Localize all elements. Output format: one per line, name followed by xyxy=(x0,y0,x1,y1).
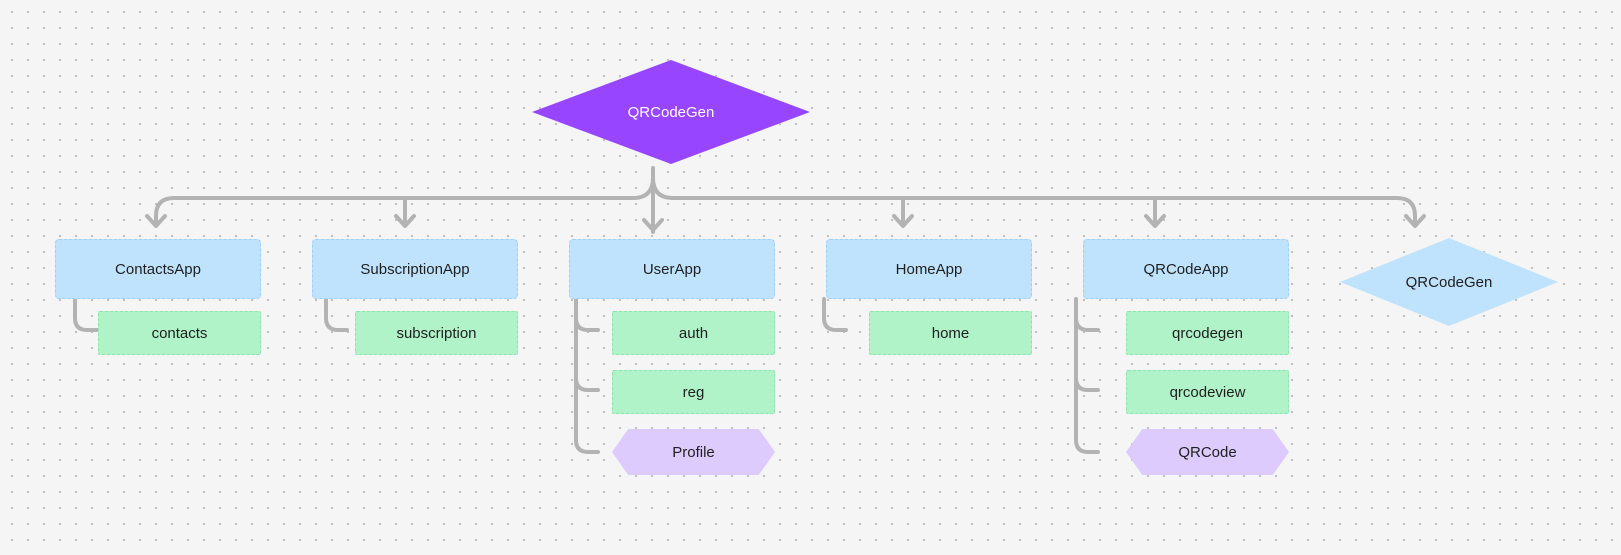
module-node-contacts[interactable]: contacts xyxy=(98,311,261,355)
module-node-label: subscription xyxy=(396,324,477,342)
arrowhead-contactsapp xyxy=(145,214,167,228)
module-node-qrcodegen[interactable]: qrcodegen xyxy=(1126,311,1289,355)
connector-bus-left xyxy=(154,176,655,226)
connector-userapp-trunk xyxy=(574,297,600,454)
app-node-userapp[interactable]: UserApp xyxy=(569,239,775,299)
connector-home xyxy=(822,297,848,332)
arrowhead-homeapp xyxy=(892,214,914,228)
module-node-reg[interactable]: reg xyxy=(612,370,775,414)
connector-contacts xyxy=(73,297,99,332)
module-node-label: contacts xyxy=(151,324,208,342)
app-node-label: ContactsApp xyxy=(115,260,201,278)
connector-auth xyxy=(574,316,600,332)
special-node-label: Profile xyxy=(672,443,715,461)
app-node-label: HomeApp xyxy=(895,260,963,278)
module-node-label: qrcodeview xyxy=(1169,383,1246,401)
module-node-qrcodeview[interactable]: qrcodeview xyxy=(1126,370,1289,414)
app-node-contactsapp[interactable]: ContactsApp xyxy=(55,239,261,299)
connector-qrcodeview xyxy=(1074,376,1100,392)
special-node-qrcode[interactable]: QRCode xyxy=(1126,429,1289,475)
app-node-label: QRCodeApp xyxy=(1143,260,1229,278)
module-node-home[interactable]: home xyxy=(869,311,1032,355)
arrowhead-subscriptionapp xyxy=(394,214,416,228)
app-node-subscriptionapp[interactable]: SubscriptionApp xyxy=(312,239,518,299)
connector-qrcodeapp-trunk xyxy=(1074,297,1100,454)
connector-reg xyxy=(574,376,600,392)
module-node-label: reg xyxy=(682,383,705,401)
connector-bus-right xyxy=(651,176,1417,226)
module-node-auth[interactable]: auth xyxy=(612,311,775,355)
arrowhead-userapp xyxy=(642,218,664,232)
app-node-qrcodeapp[interactable]: QRCodeApp xyxy=(1083,239,1289,299)
module-node-subscription[interactable]: subscription xyxy=(355,311,518,355)
special-node-profile[interactable]: Profile xyxy=(612,429,775,475)
connector-subscription xyxy=(324,297,349,332)
app-node-label: SubscriptionApp xyxy=(360,260,470,278)
arrowhead-qrcodegen-project xyxy=(1404,214,1426,228)
connector-qrcodegen xyxy=(1074,316,1100,332)
module-node-label: home xyxy=(931,324,970,342)
app-node-label: UserApp xyxy=(642,260,702,278)
app-node-homeapp[interactable]: HomeApp xyxy=(826,239,1032,299)
module-node-label: qrcodegen xyxy=(1172,324,1243,342)
project-node-label: QRCodeGen xyxy=(1405,273,1493,291)
special-node-label: QRCode xyxy=(1178,443,1237,461)
root-node-label: QRCodeGen xyxy=(627,103,715,121)
module-node-label: auth xyxy=(678,324,709,342)
arrowhead-qrcodeapp xyxy=(1144,214,1166,228)
